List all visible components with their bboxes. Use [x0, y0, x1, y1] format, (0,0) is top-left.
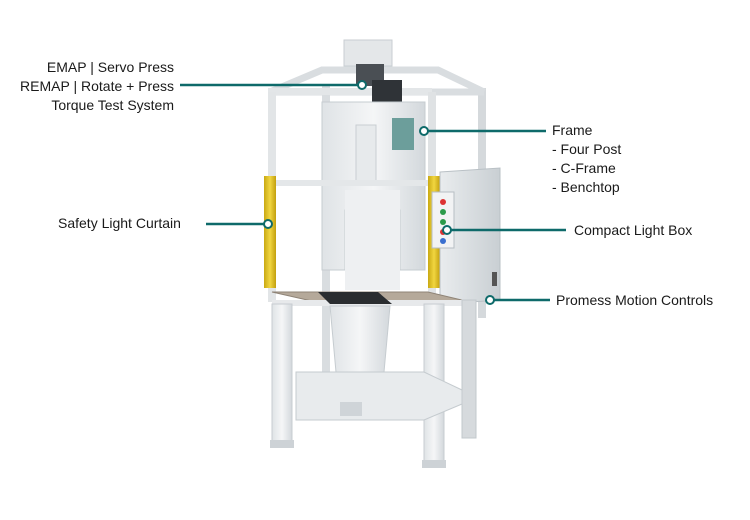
- endpoint-frame: [419, 126, 429, 136]
- c-frame-throat: [345, 190, 400, 290]
- mid-frame-rail: [268, 180, 436, 186]
- frame-title: Frame: [552, 122, 593, 138]
- callout-frame: Frame - Four Post - C-Frame - Benchtop: [552, 121, 621, 197]
- safety-label: Safety Light Curtain: [58, 215, 181, 231]
- press-type-line-1: EMAP | Servo Press: [46, 59, 174, 75]
- indicator-light-3: [440, 219, 446, 225]
- base-frame: [295, 371, 463, 421]
- light-box-label: Compact Light Box: [574, 222, 693, 238]
- endpoint-motion: [485, 295, 495, 305]
- frame-option-four-post: - Four Post: [552, 141, 622, 157]
- tooling-plate: [318, 292, 392, 304]
- endpoint-press-types: [357, 80, 367, 90]
- top-frame-front-rail: [268, 88, 432, 95]
- leg-front-left: [271, 303, 293, 445]
- motion-label: Promess Motion Controls: [556, 292, 714, 308]
- frame-option-c-frame: - C-Frame: [552, 160, 616, 176]
- base-foot: [340, 402, 362, 416]
- indicator-light-1: [440, 199, 446, 205]
- leader-lines: [180, 83, 566, 302]
- floor-foot-left: [270, 440, 294, 448]
- indicator-light-2: [440, 209, 446, 215]
- callout-press-types: EMAP | Servo Press REMAP | Rotate + Pres…: [20, 58, 174, 115]
- servo-motor: [343, 39, 393, 67]
- lower-pedestal: [329, 305, 391, 373]
- cabinet-handle: [492, 272, 497, 286]
- press-type-line-2: REMAP | Rotate + Press: [20, 78, 174, 94]
- callout-motion-controls: Promess Motion Controls: [556, 291, 713, 310]
- ram: [355, 124, 377, 186]
- callout-safety-light-curtain: Safety Light Curtain: [58, 214, 181, 233]
- press-head-dark: [372, 80, 402, 102]
- leader-endpoints: [263, 80, 495, 305]
- light-curtain-left: [264, 176, 276, 288]
- callout-compact-light-box: Compact Light Box: [574, 221, 692, 240]
- frame-option-benchtop: - Benchtop: [552, 179, 620, 195]
- indicator-light-5: [440, 238, 446, 244]
- press-type-line-3: Torque Test System: [51, 97, 174, 113]
- floor-foot-right: [422, 460, 446, 468]
- endpoint-safety: [263, 219, 273, 229]
- brand-plate: [392, 118, 414, 150]
- leg-rear-right: [461, 299, 477, 439]
- endpoint-light-box: [442, 225, 452, 235]
